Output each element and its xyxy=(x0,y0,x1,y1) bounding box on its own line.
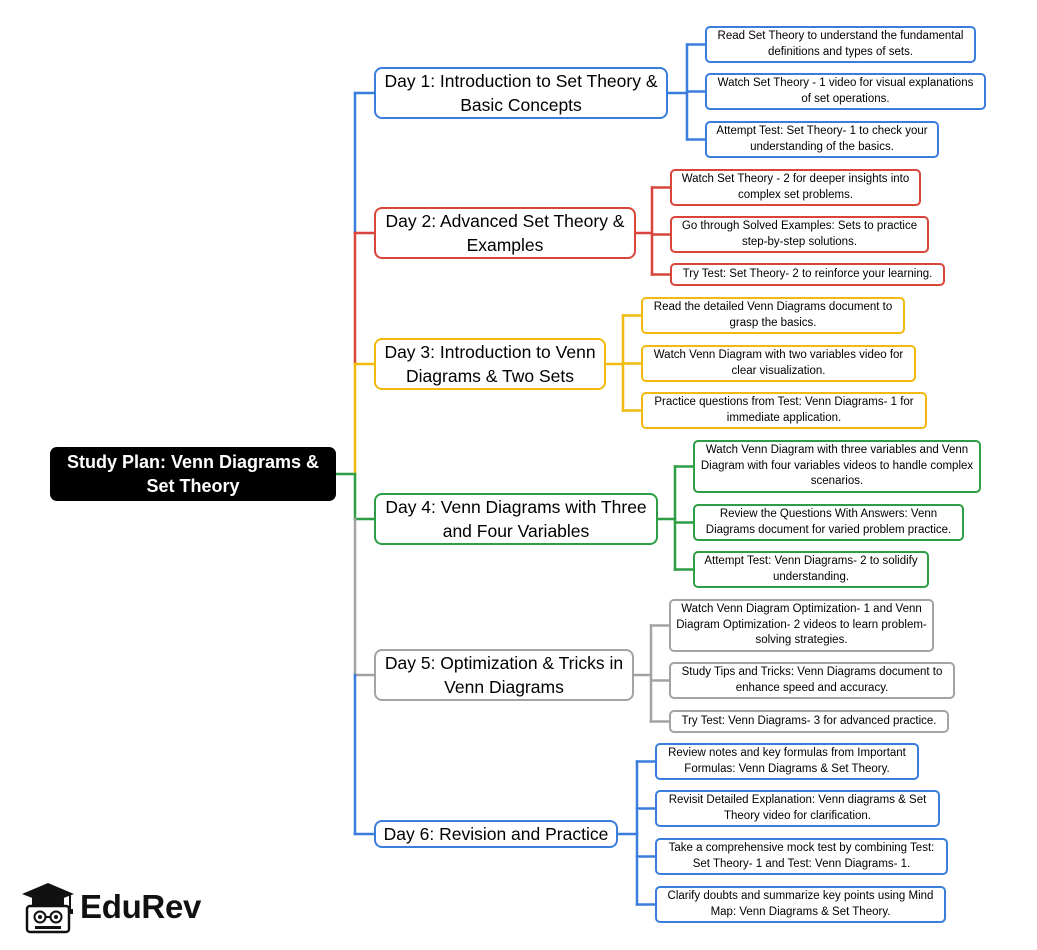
day-2-task-3: Try Test: Set Theory- 2 to reinforce you… xyxy=(670,263,945,286)
day-5-task-1: Watch Venn Diagram Optimization- 1 and V… xyxy=(669,599,934,652)
day-1-task-3: Attempt Test: Set Theory- 1 to check you… xyxy=(705,121,939,158)
day-1-task-1: Read Set Theory to understand the fundam… xyxy=(705,26,976,63)
day-6-task-3: Take a comprehensive mock test by combin… xyxy=(655,838,948,875)
day-4-node: Day 4: Venn Diagrams with Three and Four… xyxy=(374,493,658,545)
day-1-node: Day 1: Introduction to Set Theory & Basi… xyxy=(374,67,668,119)
graduation-cap-icon xyxy=(22,883,74,934)
root-node: Study Plan: Venn Diagrams & Set Theory xyxy=(50,447,336,501)
day-3-task-2: Watch Venn Diagram with two variables vi… xyxy=(641,345,916,382)
day-3-task-3: Practice questions from Test: Venn Diagr… xyxy=(641,392,927,429)
day-3-task-1: Read the detailed Venn Diagrams document… xyxy=(641,297,905,334)
day-4-task-3: Attempt Test: Venn Diagrams- 2 to solidi… xyxy=(693,551,929,588)
day-6-task-2: Revisit Detailed Explanation: Venn diagr… xyxy=(655,790,940,827)
day-4-task-2: Review the Questions With Answers: Venn … xyxy=(693,504,964,541)
day-6-node: Day 6: Revision and Practice xyxy=(374,820,618,848)
brand-name: EduRev xyxy=(80,888,202,925)
day-2-task-2: Go through Solved Examples: Sets to prac… xyxy=(670,216,929,253)
day-5-task-3: Try Test: Venn Diagrams- 3 for advanced … xyxy=(669,710,949,733)
day-4-task-1: Watch Venn Diagram with three variables … xyxy=(693,440,981,493)
day-2-task-1: Watch Set Theory - 2 for deeper insights… xyxy=(670,169,921,206)
day-1-task-2: Watch Set Theory - 1 video for visual ex… xyxy=(705,73,986,110)
day-5-task-2: Study Tips and Tricks: Venn Diagrams doc… xyxy=(669,662,955,699)
day-2-node: Day 2: Advanced Set Theory & Examples xyxy=(374,207,636,259)
day-6-task-1: Review notes and key formulas from Impor… xyxy=(655,743,919,780)
day-6-task-4: Clarify doubts and summarize key points … xyxy=(655,886,946,923)
day-5-node: Day 5: Optimization & Tricks in Venn Dia… xyxy=(374,649,634,701)
edurev-logo: EduRev xyxy=(18,880,208,936)
day-3-node: Day 3: Introduction to Venn Diagrams & T… xyxy=(374,338,606,390)
